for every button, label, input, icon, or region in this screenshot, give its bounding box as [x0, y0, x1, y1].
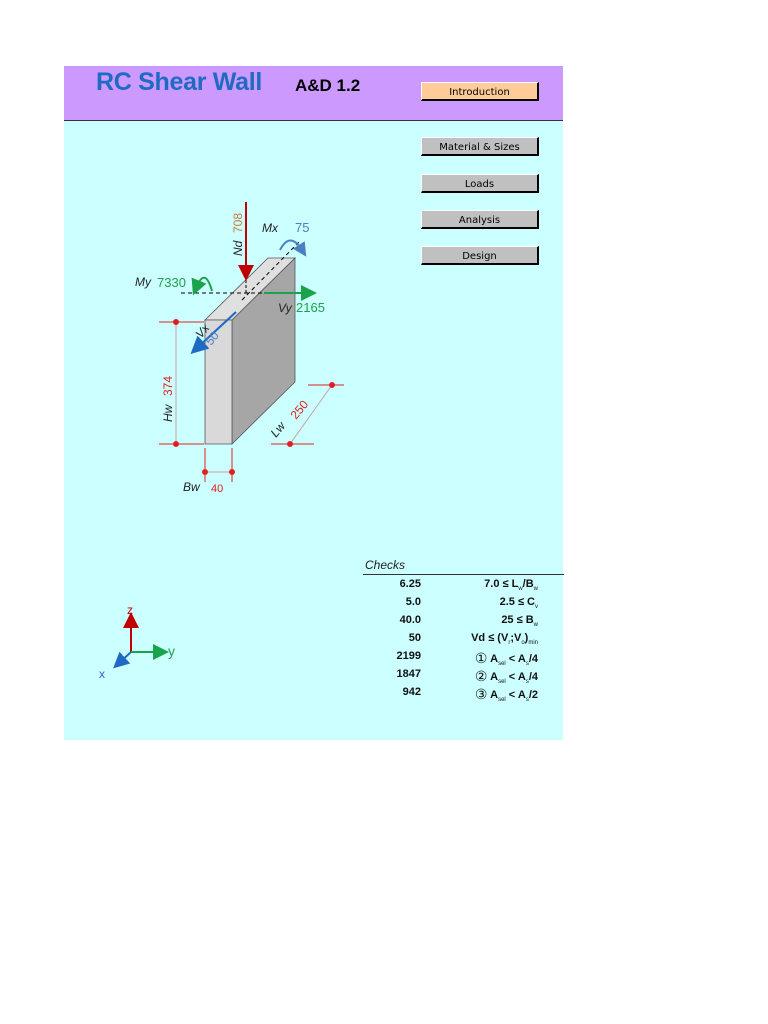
check-condition-part: /2: [528, 689, 538, 701]
check-condition: Vd ≤ (Vr;Vo)min: [471, 632, 538, 646]
check-condition-part: < A: [505, 653, 526, 665]
checks-title: Checks: [363, 558, 564, 575]
check-condition-part: s: [525, 661, 529, 668]
check-condition-part: 7.0 ≤ L: [484, 578, 519, 590]
check-condition-part: Vd ≤ (V: [471, 632, 509, 644]
bw-label: Bw: [183, 480, 201, 494]
shear-wall-diagram: Nd 708 Mx 75 My 7330 Vy 2165 Vx 50 Hw 37…: [99, 202, 344, 681]
check-condition-part: w: [533, 586, 538, 593]
check-row: 1847 ② Asel < As/4: [363, 665, 564, 685]
app-title: RC Shear Wall: [96, 68, 263, 96]
check-value: 50: [408, 632, 421, 644]
mx-label: Mx: [262, 221, 279, 235]
check-condition-part: 2.5 ≤ C: [499, 596, 535, 608]
check-condition-part: 25 ≤ B: [501, 614, 534, 626]
check-condition: 2.5 ≤ Cv: [500, 596, 538, 610]
check-value: 5.0: [405, 596, 421, 608]
check-condition-part: A: [487, 671, 499, 683]
check-value: 40.0: [399, 614, 421, 626]
check-condition-part: ③: [474, 686, 488, 702]
height-dimension: [159, 319, 204, 447]
moment-x-arrow: [279, 239, 307, 257]
check-condition-part: w: [518, 586, 523, 593]
check-condition-part: < A: [505, 671, 526, 683]
check-row: 942 ③ Asel < As/2: [363, 683, 564, 703]
check-condition: ③ Asel < As/2: [475, 686, 538, 703]
x-axis-label: x: [99, 667, 105, 681]
analysis-button[interactable]: Analysis: [421, 210, 539, 229]
check-value: 2199: [396, 650, 421, 662]
material-sizes-button[interactable]: Material & Sizes: [421, 137, 539, 156]
check-condition: ① Asel < As/4: [475, 650, 538, 667]
check-condition-part: ②: [474, 668, 488, 684]
check-condition-part: /4: [528, 653, 538, 665]
nd-label: Nd: [231, 240, 245, 256]
mx-value: 75: [295, 220, 309, 235]
vy-value: 2165: [296, 300, 325, 315]
check-condition-part: r: [508, 640, 511, 647]
check-condition-part: /4: [528, 671, 538, 683]
nd-value: 708: [231, 213, 245, 233]
check-condition-part: s: [525, 679, 529, 686]
check-condition-part: < A: [505, 689, 526, 701]
z-axis-label: z: [127, 603, 133, 617]
loads-button[interactable]: Loads: [421, 174, 539, 193]
check-row: 5.0 2.5 ≤ Cv: [363, 593, 564, 611]
introduction-button[interactable]: Introduction: [421, 82, 539, 101]
thickness-dimension: [202, 448, 235, 482]
wall-solid: [204, 257, 296, 445]
coordinate-axes: z y x: [99, 603, 175, 681]
check-row: 2199 ① Asel < As/4: [363, 647, 564, 667]
my-value: 7330: [157, 275, 186, 290]
y-axis-label: y: [168, 643, 175, 659]
worksheet: RC Shear Wall A&D 1.2 Introduction Mater…: [64, 66, 564, 740]
check-value: 6.25: [399, 578, 421, 590]
check-condition-part: v: [535, 604, 538, 611]
check-row: 40.0 25 ≤ Bw: [363, 611, 564, 629]
vy-label: Vy: [278, 301, 293, 315]
check-condition-part: sel: [498, 679, 506, 686]
check-condition-part: A: [487, 689, 499, 701]
check-condition-part: o: [521, 640, 525, 647]
bw-value: 40: [211, 483, 223, 495]
check-condition-part: w: [533, 622, 538, 629]
hw-label: Hw: [161, 403, 175, 422]
check-condition: 7.0 ≤ Lw/Bw: [484, 578, 538, 592]
check-value: 942: [402, 686, 421, 698]
lw-label: Lw: [268, 418, 289, 440]
check-condition-part: ): [524, 632, 529, 644]
length-dimension: [271, 382, 344, 447]
my-label: My: [135, 275, 152, 289]
check-condition: ② Asel < As/4: [475, 668, 538, 685]
check-condition-part: /B: [522, 578, 534, 590]
check-condition-part: sel: [498, 697, 506, 704]
check-condition-part: min: [528, 640, 538, 647]
hw-value: 374: [161, 376, 175, 396]
check-condition-part: s: [525, 697, 529, 704]
header-bar: RC Shear Wall A&D 1.2 Introduction: [64, 66, 563, 121]
shear-x-arrow: [190, 311, 237, 354]
check-condition-part: ①: [474, 650, 488, 666]
check-condition-part: sel: [498, 661, 506, 668]
check-condition-part: ;V: [510, 632, 522, 644]
check-condition-part: A: [487, 653, 499, 665]
check-row: 50 Vd ≤ (Vr;Vo)min: [363, 629, 564, 647]
design-button[interactable]: Design: [421, 246, 539, 265]
moment-y-arrow: [191, 276, 213, 296]
check-condition: 25 ≤ Bw: [501, 614, 538, 628]
app-version: A&D 1.2: [295, 76, 361, 95]
check-value: 1847: [396, 668, 421, 680]
